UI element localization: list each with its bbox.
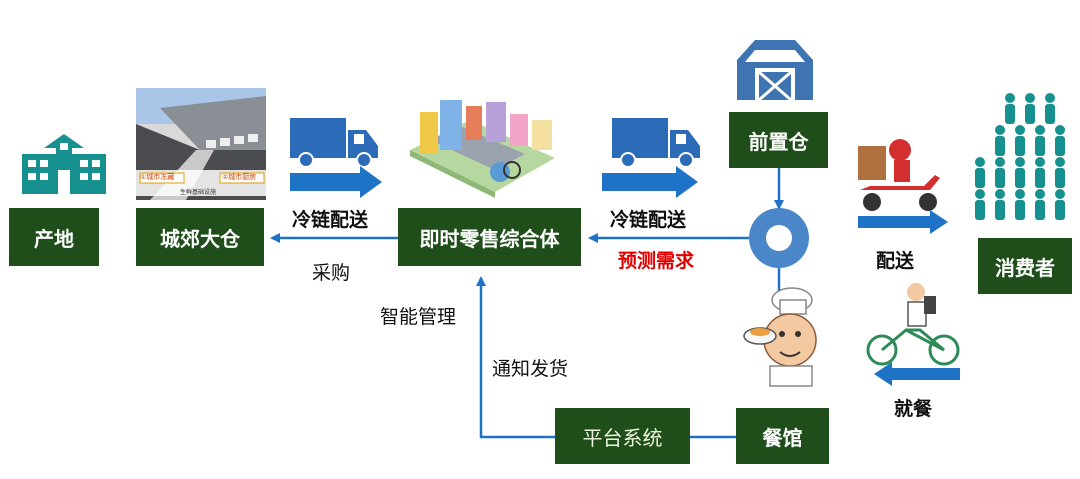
label-smart-management: 智能管理 (380, 306, 457, 328)
truck-icon-2 (612, 118, 700, 168)
notify-shipping-arrow (476, 276, 555, 439)
dine-arrow (874, 362, 960, 386)
photo-sign-right: ②城市厨房 (222, 173, 257, 181)
node-origin: 产地 (9, 208, 99, 266)
cyclist-icon (866, 283, 960, 366)
city-blocks-icon (410, 100, 555, 198)
barn-icon (737, 40, 813, 102)
node-consumers: 消费者 (978, 238, 1072, 294)
consumers-crowd-icon (975, 93, 1065, 220)
node-restaurant: 餐馆 (736, 408, 829, 464)
label-cold-chain-2: 冷链配送 (610, 209, 687, 231)
truck-icon-1 (290, 118, 378, 168)
node-front-warehouse: 前置仓 (729, 112, 828, 168)
photo-sign-left: ①城市冻藏 (140, 173, 175, 181)
label-delivery: 配送 (876, 250, 915, 272)
label-dine: 就餐 (894, 398, 933, 420)
cold-chain-arrow-1 (290, 166, 382, 198)
label-notify-shipping: 通知发货 (492, 358, 569, 380)
hub-ring-icon (749, 208, 809, 268)
factory-icon (22, 134, 106, 194)
label-cold-chain-1: 冷链配送 (292, 209, 369, 231)
chef-icon (743, 287, 817, 387)
cold-chain-arrow-2 (602, 166, 698, 198)
warehouse-photo (136, 88, 266, 200)
node-instant-retail-hub: 即时零售综合体 (398, 208, 581, 266)
label-forecast-demand: 预测需求 (618, 250, 695, 272)
photo-caption: 生鲜基础设施 (180, 189, 217, 196)
delivery-arrow (858, 210, 948, 234)
label-purchase: 采购 (312, 262, 351, 284)
delivery-scooter-icon (858, 139, 940, 211)
node-platform-system: 平台系统 (555, 408, 690, 464)
node-suburban-warehouse: 城郊大仓 (136, 208, 264, 266)
